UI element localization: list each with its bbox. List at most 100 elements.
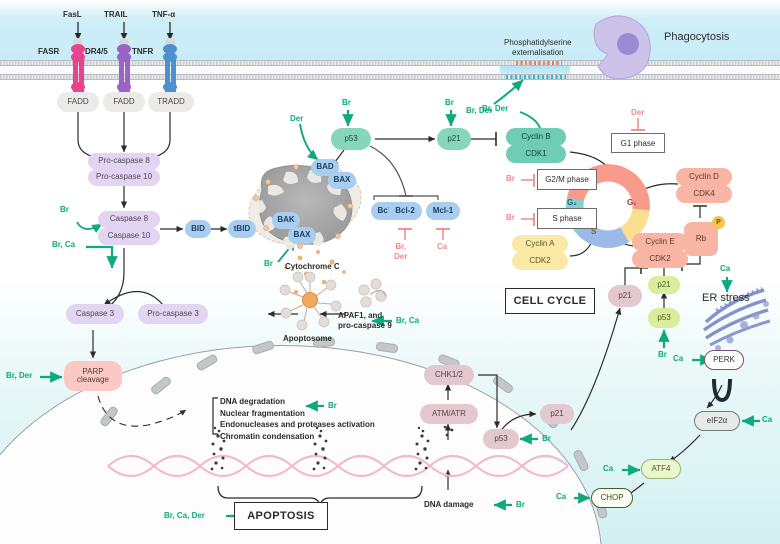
fasr-cap [73,38,83,46]
agent-ca-eif2a: Ca [762,415,773,424]
node-cyclin-a[interactable]: Cyclin A [512,235,568,253]
agent-br-p53: Br [342,98,351,107]
node-bax-top[interactable]: BAX [328,172,356,189]
node-chop[interactable]: CHOP [591,488,633,508]
node-cdk1[interactable]: CDK1 [506,145,566,163]
agent-br-dna-damage: Br [516,500,525,509]
node-perk[interactable]: PERK [704,350,744,370]
phase-label-s: S [591,227,597,236]
label-er-stress: ER stress [702,292,750,304]
node-chk12[interactable]: CHK1/2 [424,365,474,385]
dr45-stalk [119,60,124,92]
node-bad[interactable]: BAD [311,159,339,176]
agent-brder-ps: Br, Der [466,106,493,115]
node-p21-lime[interactable]: p21 [648,276,680,294]
node-cdk2-a[interactable]: CDK2 [512,252,568,270]
nuclear-event-item: Nuclear fragmentation [220,408,305,418]
inhibitor-g2m-br: Br [506,174,515,183]
node-p21-nuclear[interactable]: p21 [540,404,574,424]
dr45-bead [117,52,131,62]
node-p21-mauve[interactable]: p21 [608,285,642,307]
apoptosis-outcome: APOPTOSIS [234,502,328,530]
node-atf4[interactable]: ATF4 [641,459,681,479]
ligand-label-trail: TRAIL [104,10,128,19]
nuclear-event-item: DNA degradation [220,397,286,406]
node-p21-cytosol[interactable]: p21 [437,128,471,150]
membrane-interior [0,64,780,74]
tnfr-stalk [171,60,176,92]
node-p53-cytosol[interactable]: p53 [331,128,371,150]
dr45-bead [117,44,131,54]
node-caspase-10[interactable]: Caspase 10 [98,228,160,245]
label-apaf1: APAF1, and pro-caspase 9 [338,311,392,330]
label-dna-damage: DNA damage [424,500,474,509]
checkpoint-s-phase[interactable]: S phase [537,208,597,229]
node-cyclin-d[interactable]: Cyclin D [676,168,732,186]
node-bak[interactable]: BAK [272,212,300,229]
ps-dots-outer [516,61,562,65]
agent-ca-chop: Ca [556,492,567,501]
receptor-label-fasr: FASR [38,47,60,56]
plasma-membrane-inner-leaflet [0,74,780,80]
phase-label-g2: G₂ [567,198,577,207]
ligand-label-tnfa: TNF-α [152,10,176,19]
plasma-membrane-outer-leaflet [0,60,780,66]
nuclear-events-list: DNA degradation Nuclear fragmentation En… [220,396,375,442]
node-cdk4[interactable]: CDK4 [676,185,732,203]
agent-brcader-apoptosis: Br, Ca, Der [164,511,205,520]
node-pro-caspase-10[interactable]: Pro-caspase 10 [88,169,160,186]
agent-ca-perk: Ca [673,354,684,363]
agent-br-p53-lime: Br [658,350,667,359]
node-caspase-8[interactable]: Caspase 8 [98,211,160,228]
fasr-bead [71,52,85,62]
nuclear-event-item: Chromatin condensation [220,431,315,441]
node-bid[interactable]: BID [185,220,211,238]
fasr-bead [71,44,85,54]
checkpoint-g2m-phase[interactable]: G2/M phase [537,169,597,190]
adaptor-tradd[interactable]: TRADD [148,92,194,112]
adaptor-fadd-1[interactable]: FADD [57,92,99,112]
tnfr-bead [163,82,177,92]
node-parp-cleavage[interactable]: PARP cleavage [64,361,122,391]
agent-brca-caspase3: Br, Ca [52,240,76,249]
node-rb[interactable]: Rb [684,222,718,256]
node-cyclin-e[interactable]: Cyclin E [632,233,688,251]
node-eif2a[interactable]: eIF2α [694,411,740,431]
node-pro-caspase-3[interactable]: Pro-caspase 3 [138,304,208,324]
checkpoint-g1-phase[interactable]: G1 phase [611,133,665,153]
label-phagocytosis: Phagocytosis [664,31,730,43]
node-bax-bottom[interactable]: BAX [288,227,316,244]
node-caspase-3[interactable]: Caspase 3 [66,304,124,324]
label-cytochrome-c: Cytochrome C [285,262,340,271]
node-pro-caspase-8[interactable]: Pro-caspase 8 [88,153,160,170]
fasr-stalk [73,60,78,92]
tnfr-stalk [165,60,170,92]
node-cdk2-e[interactable]: CDK2 [632,250,688,268]
dr45-stalk [125,60,130,92]
fasr-stalk [79,60,84,92]
node-cyclin-b[interactable]: Cyclin B [506,128,566,146]
inhibitor-bcl2: Br, Der [394,242,408,261]
agent-brca-apaf1: Br, Ca [396,316,420,325]
node-tbid[interactable]: tBID [228,220,256,238]
dr45-bead [117,82,131,92]
node-p53-lime[interactable]: p53 [648,308,680,328]
tnfr-cap [165,38,175,46]
node-mcl-1[interactable]: Mcl-1 [426,202,460,220]
phospho-badge: P [712,216,725,229]
adaptor-fadd-2[interactable]: FADD [103,92,145,112]
agent-br-caspase8: Br [60,205,69,214]
dr45-cap [119,38,129,46]
agent-br-bax: Br [264,259,273,268]
node-atm-atr[interactable]: ATM/ATR [420,404,478,424]
node-bcl-2[interactable]: Bcl-2 [388,202,422,220]
agent-br-p53-nuclear: Br [542,434,551,443]
receptor-label-dr45: DR4/5 [85,47,108,56]
agent-br-p21: Br [445,98,454,107]
inhibitor-g1-der: Der [631,108,645,117]
nuclear-event-item: Endonucleases and proteases activation [220,420,375,430]
agent-ca-atf4: Ca [603,464,614,473]
tnfr-bead [163,52,177,62]
node-p53-nuclear[interactable]: p53 [483,429,519,449]
